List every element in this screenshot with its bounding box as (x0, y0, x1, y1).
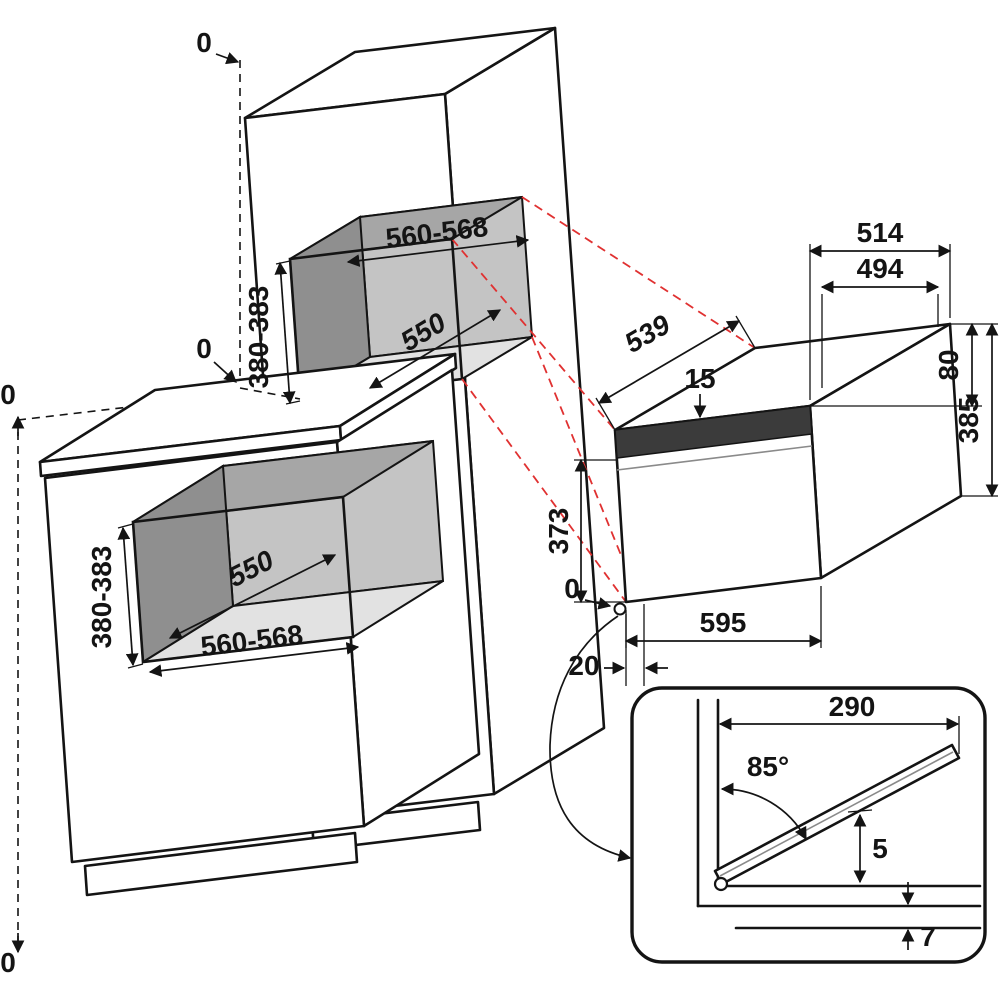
door-detail-inset (630, 686, 987, 964)
appliance-width-595-label: 595 (700, 607, 747, 638)
appliance-depth-494-label: 494 (857, 253, 904, 284)
appliance-front-height-373-label: 373 (543, 508, 574, 555)
door-angle-85-label: 85° (747, 751, 789, 782)
detail-leader-line (549, 615, 632, 862)
appliance-depth-539-label: 539 (619, 308, 675, 358)
appliance-zero-label: 0 (564, 573, 580, 604)
base-zero-top-label: 0 (0, 379, 16, 410)
tall-zero-mid-label: 0 (196, 333, 212, 364)
door-gap-5-label: 5 (872, 833, 888, 864)
base-zero-bottom-label: 0 (0, 947, 16, 978)
appliance-rear-height-80-label: 80 (933, 349, 964, 380)
appliance-height-385-label: 385 (953, 397, 984, 444)
tall-niche-height-label: 380-383 (243, 286, 274, 389)
appliance (613, 322, 963, 616)
door-depth-290-label: 290 (829, 691, 876, 722)
base-niche-height-label: 380-383 (86, 546, 117, 649)
appliance-control-band (614, 405, 813, 459)
appliance-door-offset-20-label: 20 (568, 650, 599, 681)
door-hinge (713, 876, 729, 892)
door-corner-marker (613, 602, 627, 616)
appliance-clearance-15-label: 15 (684, 363, 715, 394)
appliance-depth-514-label: 514 (857, 217, 904, 248)
angle-arc (720, 782, 807, 841)
tall-zero-top-label: 0 (196, 27, 212, 58)
door-gap-7-label: 7 (920, 921, 936, 952)
